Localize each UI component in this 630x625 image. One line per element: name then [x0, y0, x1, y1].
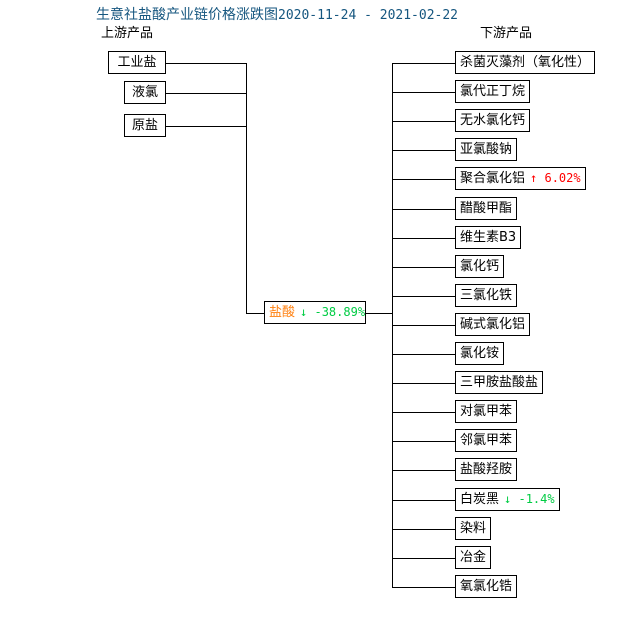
downstream-node-13[interactable]: 对氯甲苯: [455, 400, 518, 423]
node-label: 白炭黑: [460, 492, 500, 507]
downstream-node-19[interactable]: 氧氯化锆: [455, 575, 518, 598]
downstream-column-header: 下游产品: [480, 26, 533, 41]
upstream-branch-1: [166, 63, 247, 64]
downstream-node-7[interactable]: 维生素B3: [455, 226, 522, 249]
chart-title: 生意社盐酸产业链价格涨跌图2020-11-24 - 2021-02-22: [96, 6, 458, 25]
downstream-branch-4: [392, 150, 456, 151]
downstream-branch-8: [392, 267, 456, 268]
node-label: 盐酸羟胺: [460, 462, 513, 477]
center-node-hydrochloric-acid[interactable]: 盐酸 ↓ -38.89%: [264, 301, 366, 324]
downstream-node-5[interactable]: 聚合氯化铝 ↑ 6.02%: [455, 167, 586, 190]
price-change-down: ↓ -1.4%: [504, 492, 555, 506]
node-label: 工业盐: [117, 55, 157, 70]
node-label: 聚合氯化铝: [460, 171, 526, 186]
downstream-branch-9: [392, 296, 456, 297]
node-label: 染料: [460, 521, 487, 536]
upstream-branch-2: [166, 93, 247, 94]
downstream-node-11[interactable]: 氯化铵: [455, 342, 505, 365]
downstream-branch-14: [392, 441, 456, 442]
node-label: 碱式氯化铝: [460, 317, 526, 332]
downstream-branch-15: [392, 470, 456, 471]
downstream-branch-3: [392, 121, 456, 122]
node-label: 氯代正丁烷: [460, 84, 526, 99]
node-label: 亚氯酸钠: [460, 142, 513, 157]
downstream-node-3[interactable]: 无水氯化钙: [455, 109, 531, 132]
downstream-node-17[interactable]: 染料: [455, 517, 492, 540]
node-label: 维生素B3: [460, 230, 517, 245]
node-label: 邻氯甲苯: [460, 433, 513, 448]
downstream-node-16[interactable]: 白炭黑 ↓ -1.4%: [455, 488, 560, 511]
downstream-node-18[interactable]: 冶金: [455, 546, 492, 569]
downstream-branch-1: [392, 63, 456, 64]
upstream-node-3[interactable]: 原盐: [124, 114, 166, 137]
downstream-branch-18: [392, 558, 456, 559]
downstream-node-6[interactable]: 醋酸甲酯: [455, 197, 518, 220]
node-label: 液氯: [131, 85, 158, 100]
chart-date-range: 2020-11-24 - 2021-02-22: [278, 8, 459, 23]
node-label: 杀菌灭藻剂（氧化性）: [460, 55, 591, 70]
downstream-node-9[interactable]: 三氯化铁: [455, 284, 518, 307]
node-label: 氯化铵: [460, 346, 500, 361]
upstream-node-1[interactable]: 工业盐: [108, 51, 166, 74]
node-label: 三氯化铁: [460, 288, 513, 303]
node-label: 对氯甲苯: [460, 404, 513, 419]
downstream-branch-16: [392, 500, 456, 501]
node-label: 醋酸甲酯: [460, 201, 513, 216]
node-label: 盐酸: [269, 305, 296, 320]
upstream-node-2[interactable]: 液氯: [124, 81, 166, 104]
downstream-node-1[interactable]: 杀菌灭藻剂（氧化性）: [455, 51, 596, 74]
node-label: 冶金: [460, 550, 487, 565]
node-label: 氯化钙: [460, 259, 500, 274]
downstream-branch-17: [392, 529, 456, 530]
upstream-trunk: [246, 63, 247, 313]
downstream-branch-13: [392, 412, 456, 413]
downstream-branch-6: [392, 209, 456, 210]
downstream-node-14[interactable]: 邻氯甲苯: [455, 429, 518, 452]
downstream-branch-10: [392, 325, 456, 326]
downstream-node-10[interactable]: 碱式氯化铝: [455, 313, 531, 336]
downstream-node-4[interactable]: 亚氯酸钠: [455, 138, 518, 161]
price-change-up: ↑ 6.02%: [530, 171, 581, 185]
node-label: 氧氯化锆: [460, 579, 513, 594]
downstream-trunk: [392, 63, 393, 587]
downstream-branch-12: [392, 383, 456, 384]
downstream-branch-19: [392, 587, 456, 588]
downstream-branch-5: [392, 179, 456, 180]
upstream-column-header: 上游产品: [101, 26, 154, 41]
downstream-node-8[interactable]: 氯化钙: [455, 255, 505, 278]
center-outbound-line: [366, 313, 393, 314]
downstream-branch-11: [392, 354, 456, 355]
node-label: 三甲胺盐酸盐: [460, 375, 539, 390]
node-label: 原盐: [131, 118, 158, 133]
price-change-down: ↓ -38.89%: [300, 305, 366, 319]
downstream-node-2[interactable]: 氯代正丁烷: [455, 80, 531, 103]
upstream-branch-3: [166, 126, 247, 127]
downstream-branch-7: [392, 238, 456, 239]
downstream-node-12[interactable]: 三甲胺盐酸盐: [455, 371, 544, 394]
downstream-branch-2: [392, 92, 456, 93]
node-label: 无水氯化钙: [460, 113, 526, 128]
downstream-node-15[interactable]: 盐酸羟胺: [455, 458, 518, 481]
center-inbound-line: [246, 313, 264, 314]
chart-title-text: 生意社盐酸产业链价格涨跌图: [96, 7, 278, 23]
